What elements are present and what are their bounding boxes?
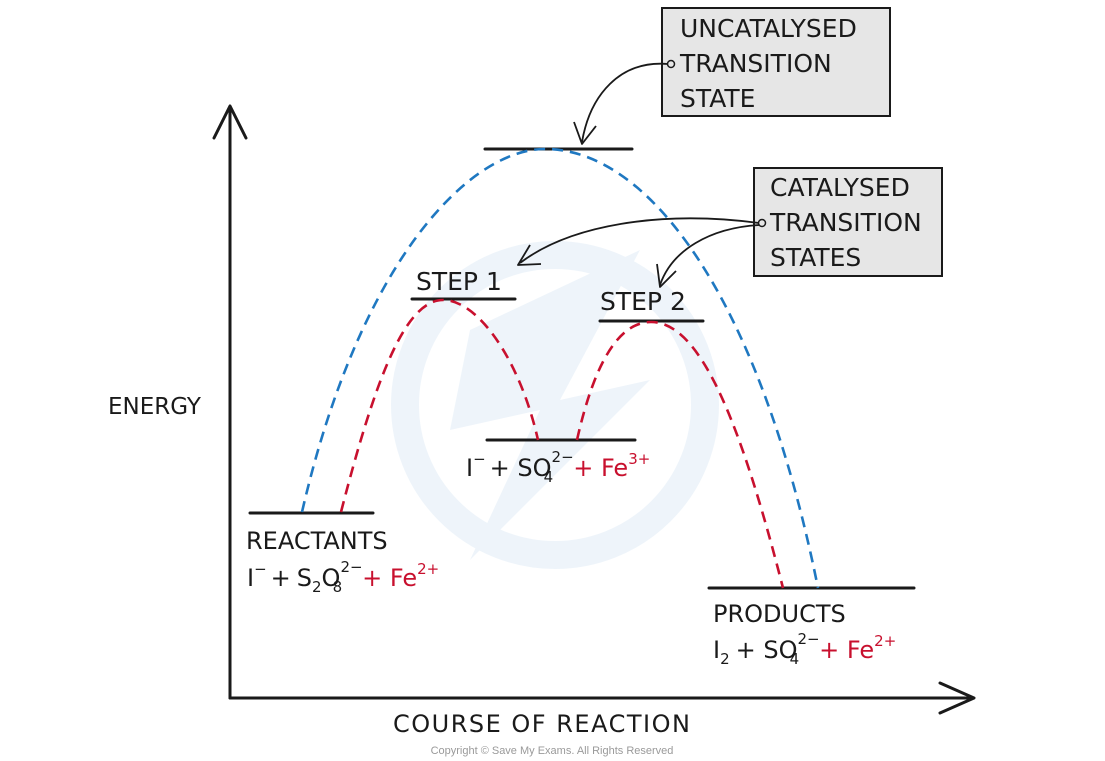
catalysed-step1-hump (339, 298, 540, 513)
step2-label: STEP 2 (600, 287, 686, 316)
catalysed-callout-line3: STATES (770, 243, 861, 272)
uncatalysed-callout-line2: TRANSITION (679, 49, 832, 78)
catalysed-callout-line1: CATALYSED (770, 173, 910, 202)
reactants-title: REACTANTS (246, 527, 388, 555)
uncatalysed-curve (300, 147, 820, 589)
products-formula: I2+ SO2−4+ Fe2+ (713, 630, 896, 668)
reactants-label-group: REACTANTS I−+S2O2−8+ Fe2+ (246, 527, 439, 596)
axes (212, 104, 976, 715)
uncatalysed-callout-line1: UNCATALYSED (680, 14, 857, 43)
catalysed-step2-hump (575, 320, 785, 589)
copyright-notice: Copyright © Save My Exams. All Rights Re… (431, 745, 674, 757)
catalysed-callout-line2: TRANSITION (769, 208, 922, 237)
watermark-logo (391, 241, 719, 569)
catalysed-curve (339, 298, 785, 589)
catalysed-pointer-arrow-step2 (659, 224, 760, 286)
step1-label: STEP 1 (416, 267, 502, 296)
x-axis-arrowhead (938, 681, 976, 715)
intermediate-formula: I−+ SO2−4+ Fe3+ (466, 448, 650, 486)
catalysed-pointer-arrow-step1 (519, 217, 760, 264)
uncatalysed-callout: UNCATALYSED TRANSITION STATE (573, 7, 891, 145)
y-axis-arrowhead (212, 104, 248, 140)
reactants-formula: I−+S2O2−8+ Fe2+ (247, 558, 439, 596)
x-axis-label: COURSE OF REACTION (393, 710, 691, 738)
products-title: PRODUCTS (713, 600, 846, 628)
uncatalysed-callout-line3: STATE (680, 84, 755, 113)
uncatalysed-callout-box (661, 7, 891, 117)
uncatalysed-pointer-arrow (581, 62, 669, 143)
products-label-group: PRODUCTS I2+ SO2−4+ Fe2+ (713, 600, 896, 668)
y-axis-label: ENERGY (108, 394, 202, 420)
catalysed-callout: CATALYSED TRANSITION STATES (517, 167, 943, 288)
